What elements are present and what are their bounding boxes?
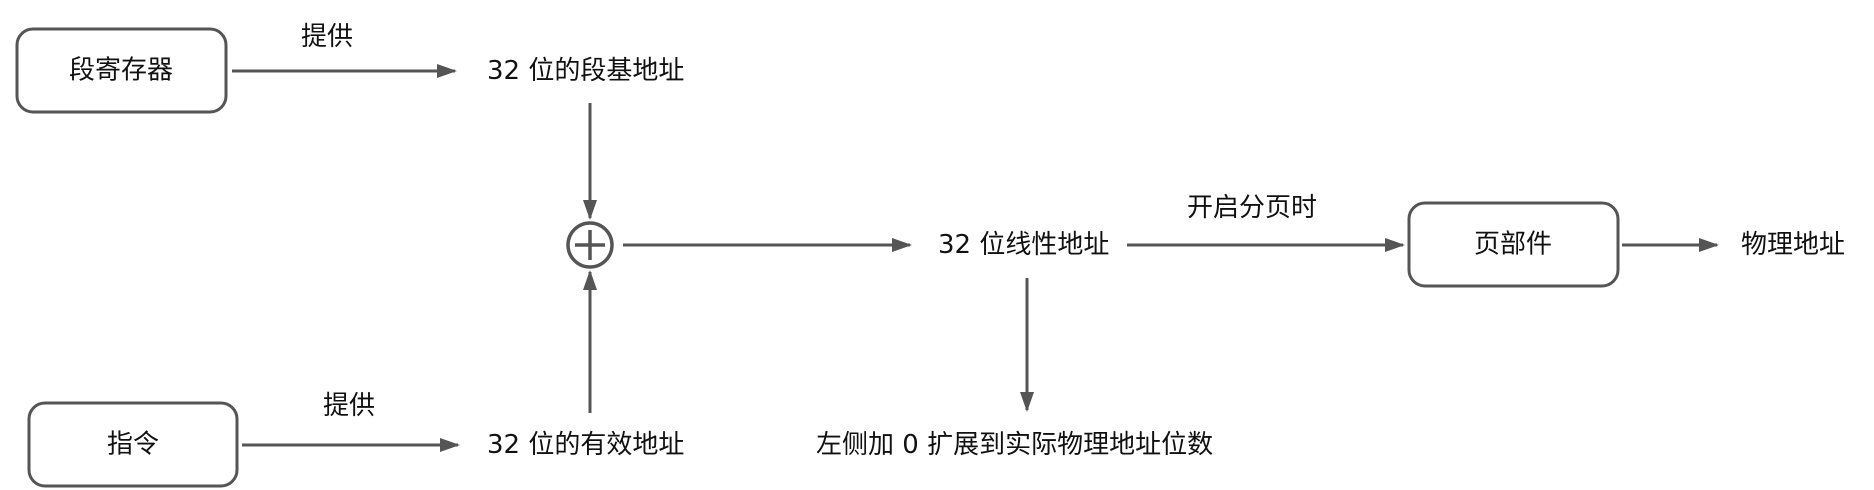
paging-enabled-label: 开启分页时 [1187, 193, 1317, 223]
provide-label-bottom: 提供 [323, 391, 375, 421]
adder-symbol [566, 221, 614, 269]
page-unit-box: 页部件 [1407, 201, 1620, 288]
physical-address-text: 物理地址 [1741, 230, 1845, 260]
segment-base-address-text: 32 位的段基地址 [487, 56, 684, 86]
provide-label-top: 提供 [301, 22, 353, 52]
segment-register-box: 段寄存器 [15, 27, 228, 114]
page-unit-label: 页部件 [1474, 230, 1552, 260]
zero-extend-text: 左侧加 0 扩展到实际物理地址位数 [816, 430, 1213, 460]
segment-register-label: 段寄存器 [69, 56, 173, 86]
effective-address-text: 32 位的有效地址 [487, 430, 684, 460]
linear-address-text: 32 位线性地址 [938, 230, 1109, 260]
instruction-label: 指令 [107, 430, 159, 460]
instruction-box: 指令 [27, 401, 239, 488]
